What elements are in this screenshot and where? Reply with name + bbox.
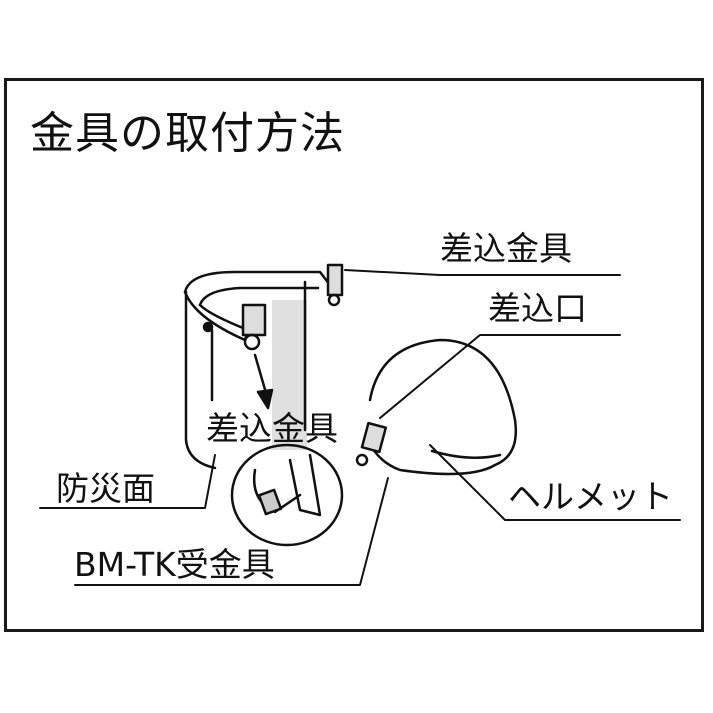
diagram-frame (4, 78, 704, 632)
label-helmet: ヘルメット (508, 477, 673, 516)
label-face-shield: 防災面 (56, 469, 155, 508)
receiver-detail-circle (230, 443, 344, 547)
label-insert-fitting-center: 差込金具 (206, 409, 338, 448)
label-insert-slot: 差込口 (488, 289, 587, 328)
face-shield-illustration (183, 263, 344, 470)
label-receiver-fitting: BM-TK受金具 (74, 545, 275, 584)
diagram-title: 金具の取付方法 (30, 108, 345, 159)
label-insert-fitting-top: 差込金具 (440, 229, 572, 268)
leader-lines (39, 269, 681, 586)
helmet-illustration (355, 338, 518, 476)
